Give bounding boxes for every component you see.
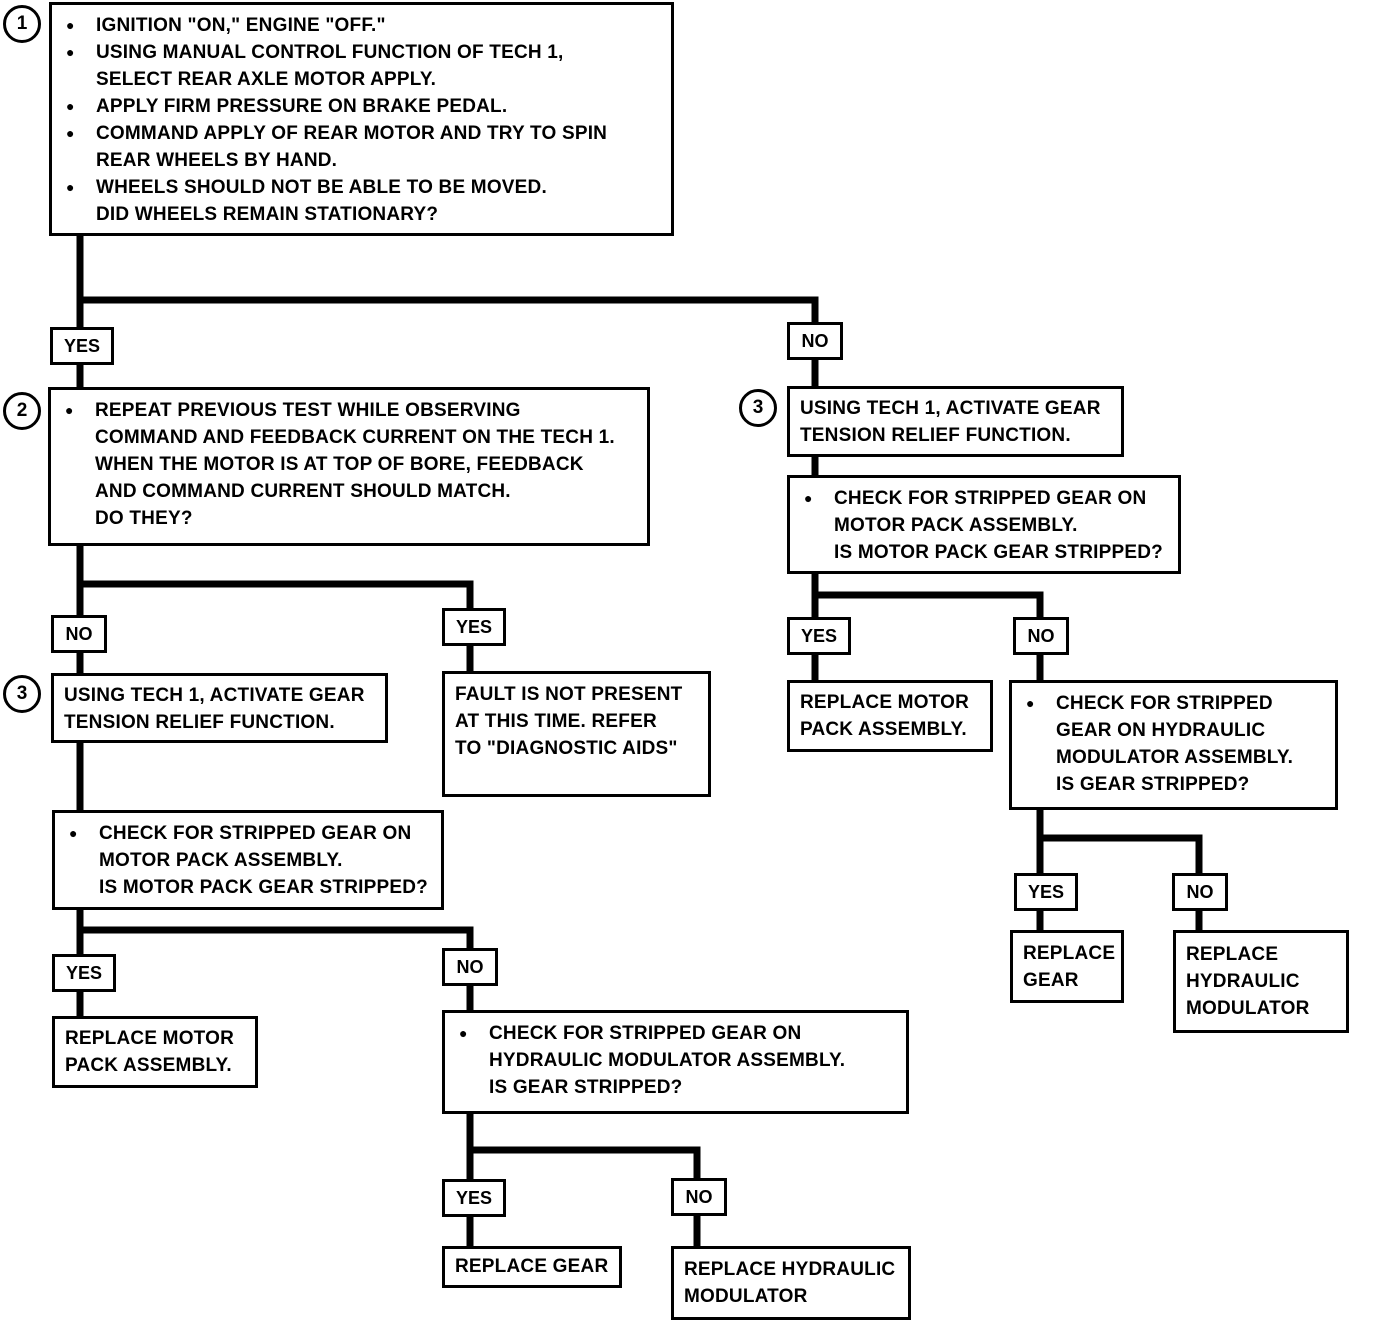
step1-bullet-cont: REAR WHEELS BY HAND. xyxy=(96,150,338,171)
label-no-mod-right: NO xyxy=(1172,873,1228,911)
replace-modulator-box-right: REPLACE HYDRAULIC MODULATOR xyxy=(1173,930,1349,1033)
replace-modulator-box-left: REPLACE HYDRAULIC MODULATOR xyxy=(671,1246,911,1320)
replace-line: REPLACE MOTOR xyxy=(65,1028,235,1049)
step-number-2: 2 xyxy=(3,392,41,430)
step2-box: REPEAT PREVIOUS TEST WHILE OBSERVING COM… xyxy=(48,387,650,546)
step-number-3-right: 3 xyxy=(739,389,777,427)
replace-gear-line: GEAR xyxy=(1023,970,1079,991)
replace-motor-pack-box-left: REPLACE MOTOR PACK ASSEMBLY. xyxy=(52,1016,258,1088)
gear-relief-box-left: USING TECH 1, ACTIVATE GEAR TENSION RELI… xyxy=(51,673,388,743)
label-no-step2: NO xyxy=(51,615,107,653)
step1-box: IGNITION "ON," ENGINE "OFF." USING MANUA… xyxy=(49,2,674,236)
gear-relief-line: TENSION RELIEF FUNCTION. xyxy=(800,425,1071,446)
check-line: MOTOR PACK ASSEMBLY. xyxy=(99,850,343,871)
step-number-1: 1 xyxy=(3,5,41,43)
check-motor-pack-box-right: CHECK FOR STRIPPED GEAR ON MOTOR PACK AS… xyxy=(787,475,1181,574)
check-line: CHECK FOR STRIPPED GEAR ON xyxy=(65,820,431,847)
label-yes-step1: YES xyxy=(50,327,114,365)
check-mod-line: IS GEAR STRIPPED? xyxy=(1056,774,1250,795)
check-motor-pack-box-left: CHECK FOR STRIPPED GEAR ON MOTOR PACK AS… xyxy=(52,810,444,910)
check-mod-line: MODULATOR ASSEMBLY. xyxy=(1056,747,1294,768)
fault-not-present-box: FAULT IS NOT PRESENT AT THIS TIME. REFER… xyxy=(442,671,711,797)
fault-line: TO "DIAGNOSTIC AIDS" xyxy=(455,738,678,759)
step2-line: COMMAND AND FEEDBACK CURRENT ON THE TECH… xyxy=(95,427,615,448)
step1-bullet: IGNITION "ON," ENGINE "OFF." xyxy=(62,12,661,39)
replace-line: REPLACE MOTOR xyxy=(800,692,970,713)
check-line: IS MOTOR PACK GEAR STRIPPED? xyxy=(834,542,1163,563)
replace-line: PACK ASSEMBLY. xyxy=(800,719,967,740)
label-yes-mod-right: YES xyxy=(1014,873,1078,911)
label-yes-check-left: YES xyxy=(52,954,116,992)
replace-mod-line: REPLACE HYDRAULIC xyxy=(684,1259,896,1280)
check-mod-line: IS GEAR STRIPPED? xyxy=(489,1077,683,1098)
fault-line: FAULT IS NOT PRESENT xyxy=(455,684,683,705)
check-mod-line: CHECK FOR STRIPPED GEAR ON xyxy=(455,1020,896,1047)
gear-relief-line: TENSION RELIEF FUNCTION. xyxy=(64,712,335,733)
step2-line: REPEAT PREVIOUS TEST WHILE OBSERVING xyxy=(61,397,637,424)
replace-gear-box-right: REPLACE GEAR xyxy=(1010,930,1124,1003)
check-mod-line: GEAR ON HYDRAULIC xyxy=(1056,720,1266,741)
gear-relief-box-right: USING TECH 1, ACTIVATE GEAR TENSION RELI… xyxy=(787,386,1124,457)
replace-motor-pack-box-right: REPLACE MOTOR PACK ASSEMBLY. xyxy=(787,680,993,752)
step1-bullet-cont: DID WHEELS REMAIN STATIONARY? xyxy=(96,204,439,225)
step1-bullet-cont: SELECT REAR AXLE MOTOR APPLY. xyxy=(96,69,437,90)
check-modulator-box-left: CHECK FOR STRIPPED GEAR ON HYDRAULIC MOD… xyxy=(442,1010,909,1114)
step1-bullet: COMMAND APPLY OF REAR MOTOR AND TRY TO S… xyxy=(62,120,661,147)
gear-relief-line: USING TECH 1, ACTIVATE GEAR xyxy=(64,685,365,706)
label-no-check-left: NO xyxy=(442,948,498,986)
replace-mod-line: REPLACE xyxy=(1186,944,1279,965)
gear-relief-line: USING TECH 1, ACTIVATE GEAR xyxy=(800,398,1101,419)
step1-bullet: USING MANUAL CONTROL FUNCTION OF TECH 1, xyxy=(62,39,661,66)
label-yes-mod-left: YES xyxy=(442,1179,506,1217)
fault-line: AT THIS TIME. REFER xyxy=(455,711,657,732)
step2-line: WHEN THE MOTOR IS AT TOP OF BORE, FEEDBA… xyxy=(95,454,584,475)
check-line: MOTOR PACK ASSEMBLY. xyxy=(834,515,1078,536)
replace-gear-line: REPLACE xyxy=(1023,943,1116,964)
step2-line: DO THEY? xyxy=(95,508,193,529)
replace-line: PACK ASSEMBLY. xyxy=(65,1055,232,1076)
replace-mod-line: HYDRAULIC xyxy=(1186,971,1300,992)
step-number-3-left: 3 xyxy=(3,675,41,713)
check-line: CHECK FOR STRIPPED GEAR ON xyxy=(800,485,1168,512)
label-yes-check-right: YES xyxy=(787,617,851,655)
check-line: IS MOTOR PACK GEAR STRIPPED? xyxy=(99,877,428,898)
step2-line: AND COMMAND CURRENT SHOULD MATCH. xyxy=(95,481,511,502)
label-no-step1: NO xyxy=(787,322,843,360)
check-mod-line: CHECK FOR STRIPPED xyxy=(1022,690,1325,717)
replace-mod-line: MODULATOR xyxy=(684,1286,808,1307)
label-no-mod-left: NO xyxy=(671,1178,727,1216)
replace-mod-line: MODULATOR xyxy=(1186,998,1310,1019)
label-yes-step2: YES xyxy=(442,608,506,646)
check-modulator-box-right: CHECK FOR STRIPPED GEAR ON HYDRAULIC MOD… xyxy=(1009,680,1338,810)
label-no-check-right: NO xyxy=(1013,617,1069,655)
check-mod-line: HYDRAULIC MODULATOR ASSEMBLY. xyxy=(489,1050,846,1071)
replace-gear-box-left: REPLACE GEAR xyxy=(442,1246,622,1288)
step1-bullet: WHEELS SHOULD NOT BE ABLE TO BE MOVED. xyxy=(62,174,661,201)
step1-bullet: APPLY FIRM PRESSURE ON BRAKE PEDAL. xyxy=(62,93,661,120)
